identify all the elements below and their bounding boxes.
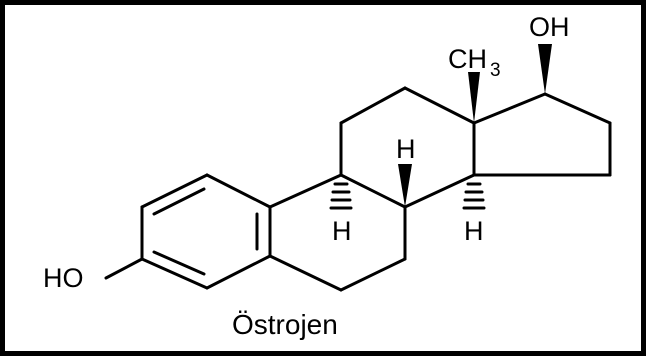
h8-wedge-bond [398,164,412,207]
bond-c3-c4 [140,257,209,290]
ring-b [268,173,407,292]
hydrogen-label-c9: H [332,216,352,246]
bond-c8-c9 [339,173,407,209]
methyl-label: CH 3 [448,44,501,81]
bond-c4-c5 [205,254,272,290]
hydrogen-label-c8: H [396,134,416,164]
bond-c6-c7 [339,257,407,292]
hydroxyl-label-left: HO [43,263,84,293]
bond-c14-c8 [403,173,476,209]
bond-c10-c1 [205,173,272,209]
hydrogen-label-c14: H [464,216,484,246]
bond-c17-c16 [543,92,612,125]
methyl-ch-text: CH [448,44,487,74]
hydroxyl-wedge-bond [538,44,552,94]
bond-c11-c12 [339,86,407,125]
hydroxyl-label-top: OH [529,12,570,42]
ring-d [472,92,612,177]
methyl-subscript-text: 3 [490,60,501,81]
h9-hashed-bond [329,182,353,210]
double-bond-c1-c2 [152,187,206,216]
bond-c12-c13 [403,86,476,125]
bond-c10-c9 [268,173,343,209]
ring-a [140,173,272,290]
double-bond-c3-c4 [152,250,206,276]
ring-c [339,86,476,209]
bond-c5-c6 [268,254,343,292]
bond-c3-oxygen [104,257,144,280]
methyl-wedge-bond [468,72,480,123]
bond-c13-c17 [472,92,547,125]
bond-c1-c2 [140,173,209,209]
compound-name: Östrojen [232,309,338,340]
h14-hashed-bond [462,182,486,210]
